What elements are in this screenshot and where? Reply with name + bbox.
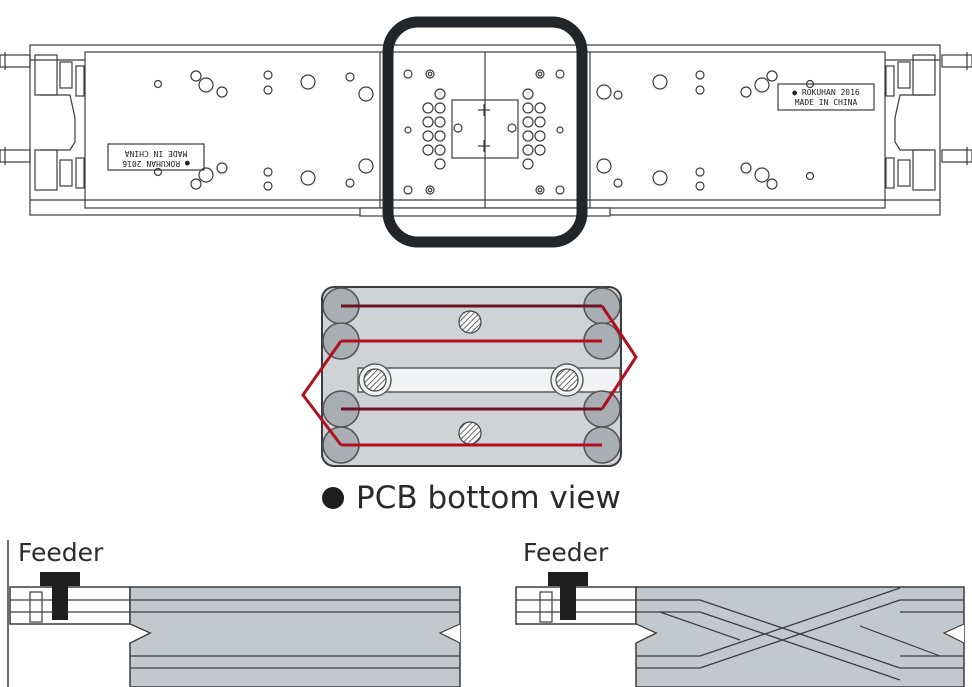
stamp-text-left: ● ROKUHAN 2016 MADE IN CHINA bbox=[110, 148, 202, 168]
pcb-screw-left bbox=[363, 368, 387, 392]
feeder-clip-right bbox=[548, 572, 588, 586]
pcb-caption-text: PCB bottom view bbox=[356, 480, 621, 516]
right-rail-joiners bbox=[885, 52, 972, 191]
feeder-label-right: Feeder bbox=[523, 538, 609, 567]
feeder-track-left bbox=[7, 540, 461, 687]
feeder-track-right bbox=[515, 572, 965, 687]
pcb-caption: PCB bottom view bbox=[322, 478, 621, 518]
stamp-text-right: ● ROKUHAN 2016 MADE IN CHINA bbox=[780, 88, 872, 108]
pcb-screw-right bbox=[555, 368, 579, 392]
mounting-holes-right bbox=[596, 70, 815, 191]
pcb-screw-top bbox=[458, 310, 482, 334]
pcb-wiring bbox=[301, 304, 638, 447]
stamp-line-2: MADE IN CHINA bbox=[794, 98, 858, 107]
left-rail-joiners bbox=[0, 52, 85, 191]
stamp-line-1: ● ROKUHAN 2016 bbox=[792, 88, 860, 97]
track-base-plan bbox=[0, 44, 972, 217]
stamp-line-2: MADE IN CHINA bbox=[124, 149, 188, 158]
pcb-mount-detail bbox=[403, 69, 565, 195]
feeder-label-left: Feeder bbox=[18, 538, 104, 567]
stamp-line-1: ● ROKUHAN 2016 bbox=[122, 159, 190, 168]
pcb-screw-bottom bbox=[458, 421, 482, 445]
mounting-holes-left bbox=[153, 70, 374, 191]
stamp-box-left bbox=[107, 143, 205, 171]
pcb-bottom-view bbox=[301, 286, 638, 467]
filled-circle-icon bbox=[322, 487, 344, 509]
feeder-clip-left bbox=[40, 572, 80, 586]
highlight-frame bbox=[382, 16, 588, 248]
stamp-box-right bbox=[777, 83, 875, 111]
